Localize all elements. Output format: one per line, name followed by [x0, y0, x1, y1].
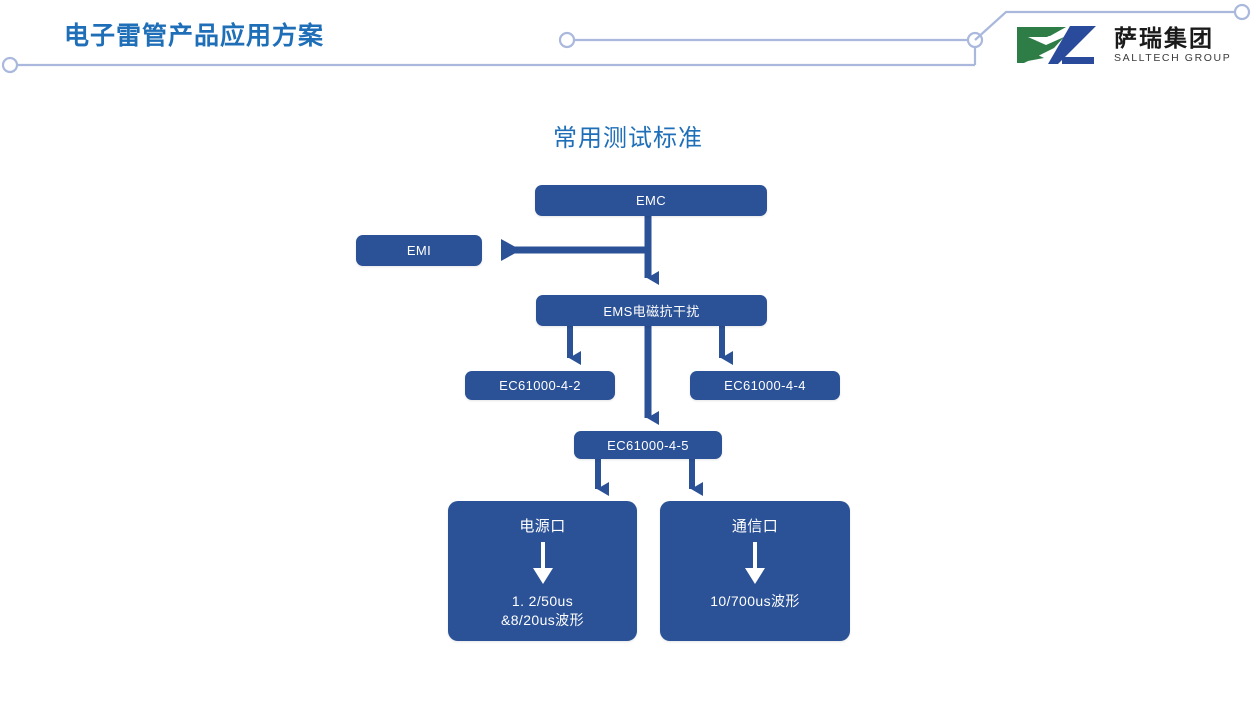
brand-logo-text: 萨瑞集团 SALLTECH GROUP	[1114, 24, 1232, 64]
node-comm-port[interactable]: 通信口 10/700us波形	[660, 501, 850, 641]
brand-logo: 萨瑞集团 SALLTECH GROUP	[1014, 22, 1244, 68]
node-emi[interactable]: EMI	[356, 235, 482, 266]
node-power-port-waveform: 1. 2/50us &8/20us波形	[501, 593, 584, 628]
down-arrow-icon	[532, 542, 553, 584]
node-ec61000-4-4[interactable]: EC61000-4-4	[690, 371, 840, 400]
brand-name-cn: 萨瑞集团	[1114, 24, 1214, 51]
section-title: 常用测试标准	[553, 125, 703, 152]
brand-name-en: SALLTECH GROUP	[1114, 51, 1232, 64]
node-power-port[interactable]: 电源口 1. 2/50us &8/20us波形	[448, 501, 637, 641]
salltech-sz-logo-icon	[1017, 26, 1096, 64]
down-arrow-icon	[745, 542, 765, 584]
node-emc[interactable]: EMC	[535, 185, 767, 216]
page-title: 电子雷管产品应用方案	[64, 22, 325, 50]
node-ec61000-4-5[interactable]: EC61000-4-5	[574, 431, 722, 459]
node-comm-port-waveform: 10/700us波形	[710, 593, 800, 609]
node-ems[interactable]: EMS电磁抗干扰	[536, 295, 767, 326]
node-power-port-label: 电源口	[519, 518, 566, 535]
node-comm-port-label: 通信口	[731, 518, 779, 535]
node-ec61000-4-2[interactable]: EC61000-4-2	[465, 371, 615, 400]
